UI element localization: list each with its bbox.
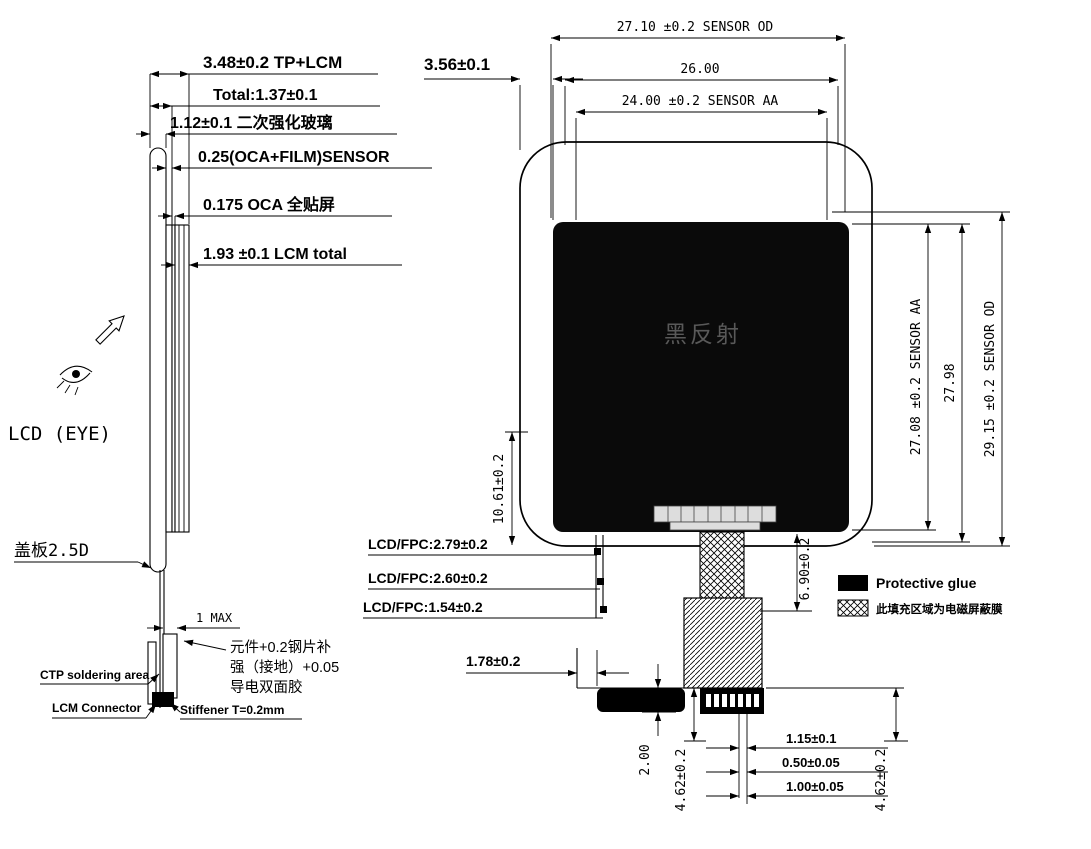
dim-1-78-label: 1.78±0.2 bbox=[466, 653, 521, 669]
dim-sensor-aa-width-label: 24.00 ±0.2 SENSOR AA bbox=[622, 94, 779, 109]
dim-26-label: 26.00 bbox=[680, 62, 719, 77]
eye-lower-lid bbox=[61, 372, 91, 384]
driver-ic-pads bbox=[653, 505, 777, 531]
dim-tp-lcm-label: 3.48±0.2 TP+LCM bbox=[203, 53, 342, 72]
lcm-connector-label: LCM Connector bbox=[52, 701, 142, 715]
lcd-eye-label: LCD (EYE) bbox=[8, 423, 111, 445]
active-area bbox=[553, 222, 849, 532]
dim-6-90-label: 6.90±0.2 bbox=[798, 538, 813, 601]
eye-pupil bbox=[72, 370, 80, 378]
leader-line bbox=[147, 673, 160, 685]
cover-glass-layer bbox=[149, 147, 167, 573]
ctp-soldering-label: CTP soldering area bbox=[40, 668, 149, 682]
dim-sensor-label: 0.25(OCA+FILM)SENSOR bbox=[198, 149, 390, 166]
eye-lash bbox=[74, 386, 79, 396]
dim-total-label: Total:1.37±0.1 bbox=[213, 87, 318, 104]
lcm-layer bbox=[174, 224, 190, 533]
one-max-label: 1 MAX bbox=[196, 611, 233, 625]
stiffener-note-line2: 强（接地）+0.05 bbox=[230, 659, 339, 676]
pad-strip-lower bbox=[669, 521, 761, 531]
dim-2-00-label: 2.00 bbox=[638, 744, 653, 775]
stiffener-note-line3: 导电双面胶 bbox=[230, 679, 303, 696]
dim-lcd-fpc-154-label: LCD/FPC:1.54±0.2 bbox=[363, 599, 483, 615]
sensor-layer bbox=[165, 224, 173, 533]
board-connector bbox=[700, 688, 764, 714]
side-view: 3.48±0.2 TP+LCM Total:1.37±0.1 1.12±0.1 … bbox=[8, 53, 432, 720]
dim-4-62-right-label: 4.62±0.2 bbox=[874, 749, 889, 812]
cover-glass-label: 盖板2.5D bbox=[14, 541, 89, 561]
dim-glass-label: 1.12±0.1 二次强化玻璃 bbox=[170, 113, 333, 132]
dim-0-50-label: 0.50±0.05 bbox=[782, 755, 840, 770]
leader-line bbox=[183, 639, 227, 651]
eye-icon bbox=[56, 365, 93, 396]
shielding-film-swatch bbox=[837, 599, 869, 617]
dim-4-62-left-label: 4.62±0.2 bbox=[674, 749, 689, 812]
protective-glue-swatch bbox=[838, 575, 868, 591]
pad-strip bbox=[653, 505, 777, 523]
dim-lcm-label: 1.93 ±0.1 LCM total bbox=[203, 246, 347, 263]
dim-1-00-label: 1.00±0.05 bbox=[786, 779, 844, 794]
dim-lcd-fpc-260-label: LCD/FPC:2.60±0.2 bbox=[368, 570, 488, 586]
glue-dot bbox=[594, 548, 601, 555]
connector-pin bbox=[714, 694, 719, 707]
stiffener-label: Stiffener T=0.2mm bbox=[180, 703, 284, 717]
shielding-film-label: 此填充区域为电磁屏蔽膜 bbox=[876, 602, 1003, 616]
fpc-shielding-strip bbox=[699, 531, 745, 599]
connector-pin bbox=[738, 694, 743, 707]
watermark-text: 黑反射 bbox=[664, 321, 742, 347]
leader-line bbox=[137, 561, 152, 569]
fpc-component-block bbox=[683, 597, 763, 689]
connector-pin bbox=[722, 694, 727, 707]
protective-glue-bar bbox=[597, 688, 685, 712]
dim-oca-label: 0.175 OCA 全贴屏 bbox=[203, 195, 335, 214]
dim-1-15-label: 1.15±0.1 bbox=[786, 731, 837, 746]
view-direction-arrow-icon bbox=[95, 315, 125, 345]
protective-glue-label: Protective glue bbox=[876, 575, 977, 591]
connector-pin bbox=[730, 694, 735, 707]
dim-sensor-od-width-label: 27.10 ±0.2 SENSOR OD bbox=[617, 20, 774, 35]
stiffener-block bbox=[162, 633, 178, 699]
connector-pin bbox=[746, 694, 751, 707]
dim-lcd-fpc-279-label: LCD/FPC:2.79±0.2 bbox=[368, 536, 488, 552]
leader-line bbox=[169, 702, 181, 713]
glue-dot bbox=[597, 578, 604, 585]
glue-dot bbox=[600, 606, 607, 613]
connector-pin bbox=[754, 694, 759, 707]
leader-line bbox=[145, 703, 157, 719]
dim-3-56-label: 3.56±0.1 bbox=[424, 55, 490, 74]
stiffener-note-line1: 元件+0.2钢片补 bbox=[230, 639, 332, 656]
eye-lash bbox=[56, 380, 65, 389]
legend: Protective glue 此填充区域为电磁屏蔽膜 bbox=[837, 575, 1003, 617]
eye-upper-lid bbox=[59, 365, 93, 376]
front-view: 黑反射 2 bbox=[363, 20, 1010, 811]
lcm-connector-block bbox=[152, 692, 174, 707]
dim-sensor-aa-height-label: 27.08 ±0.2 SENSOR AA bbox=[909, 299, 924, 456]
dim-10-61-label: 10.61±0.2 bbox=[492, 454, 507, 524]
pad-dividers bbox=[667, 506, 763, 522]
dim-sensor-od-height-label: 29.15 ±0.2 SENSOR OD bbox=[983, 301, 998, 458]
dim-27-98-label: 27.98 bbox=[943, 363, 958, 402]
connector-pin bbox=[706, 694, 711, 707]
eye-lash bbox=[64, 384, 71, 394]
cover-glass-outline bbox=[519, 141, 873, 547]
